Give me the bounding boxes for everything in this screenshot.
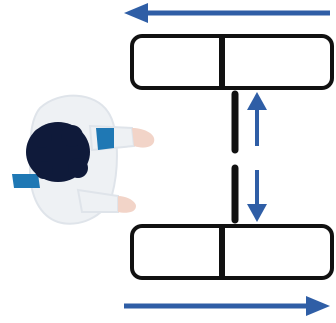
top-arrow [124, 3, 330, 23]
arrow-down-icon [247, 204, 267, 222]
upper-table-outline [130, 34, 334, 90]
arrow-left-icon [124, 3, 148, 23]
person-hair-puff-1 [32, 128, 52, 148]
arrow-up-icon [247, 92, 267, 110]
gap-arrows [247, 92, 267, 222]
person-hair-puff-2 [61, 125, 83, 147]
person-topdown-icon [12, 94, 155, 225]
person-lower-sleeve-accent [12, 174, 40, 188]
upper-table [130, 34, 334, 90]
person-hair-puff-3 [68, 158, 88, 178]
person-hair-puff-4 [35, 161, 53, 179]
person-upper-hand [132, 128, 155, 148]
lower-table-outline [130, 224, 334, 280]
person-upper-sleeve-accent [96, 128, 114, 150]
bottom-arrow [124, 296, 330, 316]
lower-table [130, 224, 334, 280]
arrow-right-icon [306, 296, 330, 316]
person-lower-hand [118, 196, 136, 213]
